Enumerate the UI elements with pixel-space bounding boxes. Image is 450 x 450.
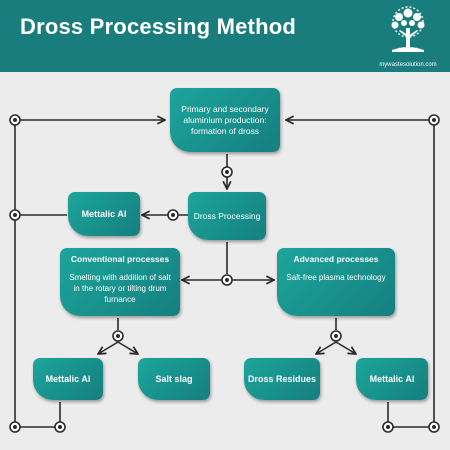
flowchart: Primary and secondary aluminium producti… [0,72,450,450]
dross-processing-node: Dross Processing [188,192,266,240]
dross-residues-node: Dross Residues [244,358,320,400]
salt-slag-node: Salt slag [138,358,210,400]
junction-core [432,118,436,122]
junction-core [116,334,120,338]
brand-url: mywastesolution.com [379,62,437,68]
header-banner: Dross Processing Method mywastesolution.… [0,0,450,72]
metallic-al-left-node: Mettalic Al [33,358,103,400]
salt-slag-label: Salt slag [155,374,193,384]
tree-logo-icon [391,6,425,52]
junction-core [13,118,17,122]
junction-core [386,425,390,429]
conventional-title: Conventional processes [70,254,170,264]
conventional-body: Smelting with addition of salt in the ro… [69,273,171,304]
metallic-al-right-node: Mettalic Al [356,358,428,400]
dross-processing-label: Dross Processing [193,210,261,221]
metallic-al-right-label: Mettalic Al [369,374,415,384]
junction-core [225,278,229,282]
adv-fork-right [335,341,356,354]
junction-core [334,334,338,338]
junction-core [171,213,175,217]
junction-core [58,425,62,429]
dross-residues-label: Dross Residues [247,374,317,384]
metallic-al-top-node: Mettalic Al [68,192,140,236]
production-label: Primary and secondary aluminium producti… [181,103,269,136]
page-title: Dross Processing Method [20,14,296,39]
advanced-title: Advanced processes [293,254,379,264]
metallic-al-left-label: Mettalic Al [45,374,91,384]
junction-core [432,425,436,429]
junction-core [13,213,17,217]
junction-core [13,425,17,429]
advanced-processes-node: Advanced processes Salt-free plasma tech… [277,248,395,316]
adv-fork-left [316,341,337,354]
connector-lines [9,114,440,433]
advanced-body: Salt-free plasma technology [286,273,386,282]
junction-core [225,170,229,174]
conventional-processes-node: Conventional processes Smelting with add… [60,248,180,316]
production-node: Primary and secondary aluminium producti… [170,88,280,152]
conv-fork-left [98,341,119,354]
conv-fork-right [117,341,138,354]
metallic-al-top-label: Mettalic Al [81,209,127,219]
